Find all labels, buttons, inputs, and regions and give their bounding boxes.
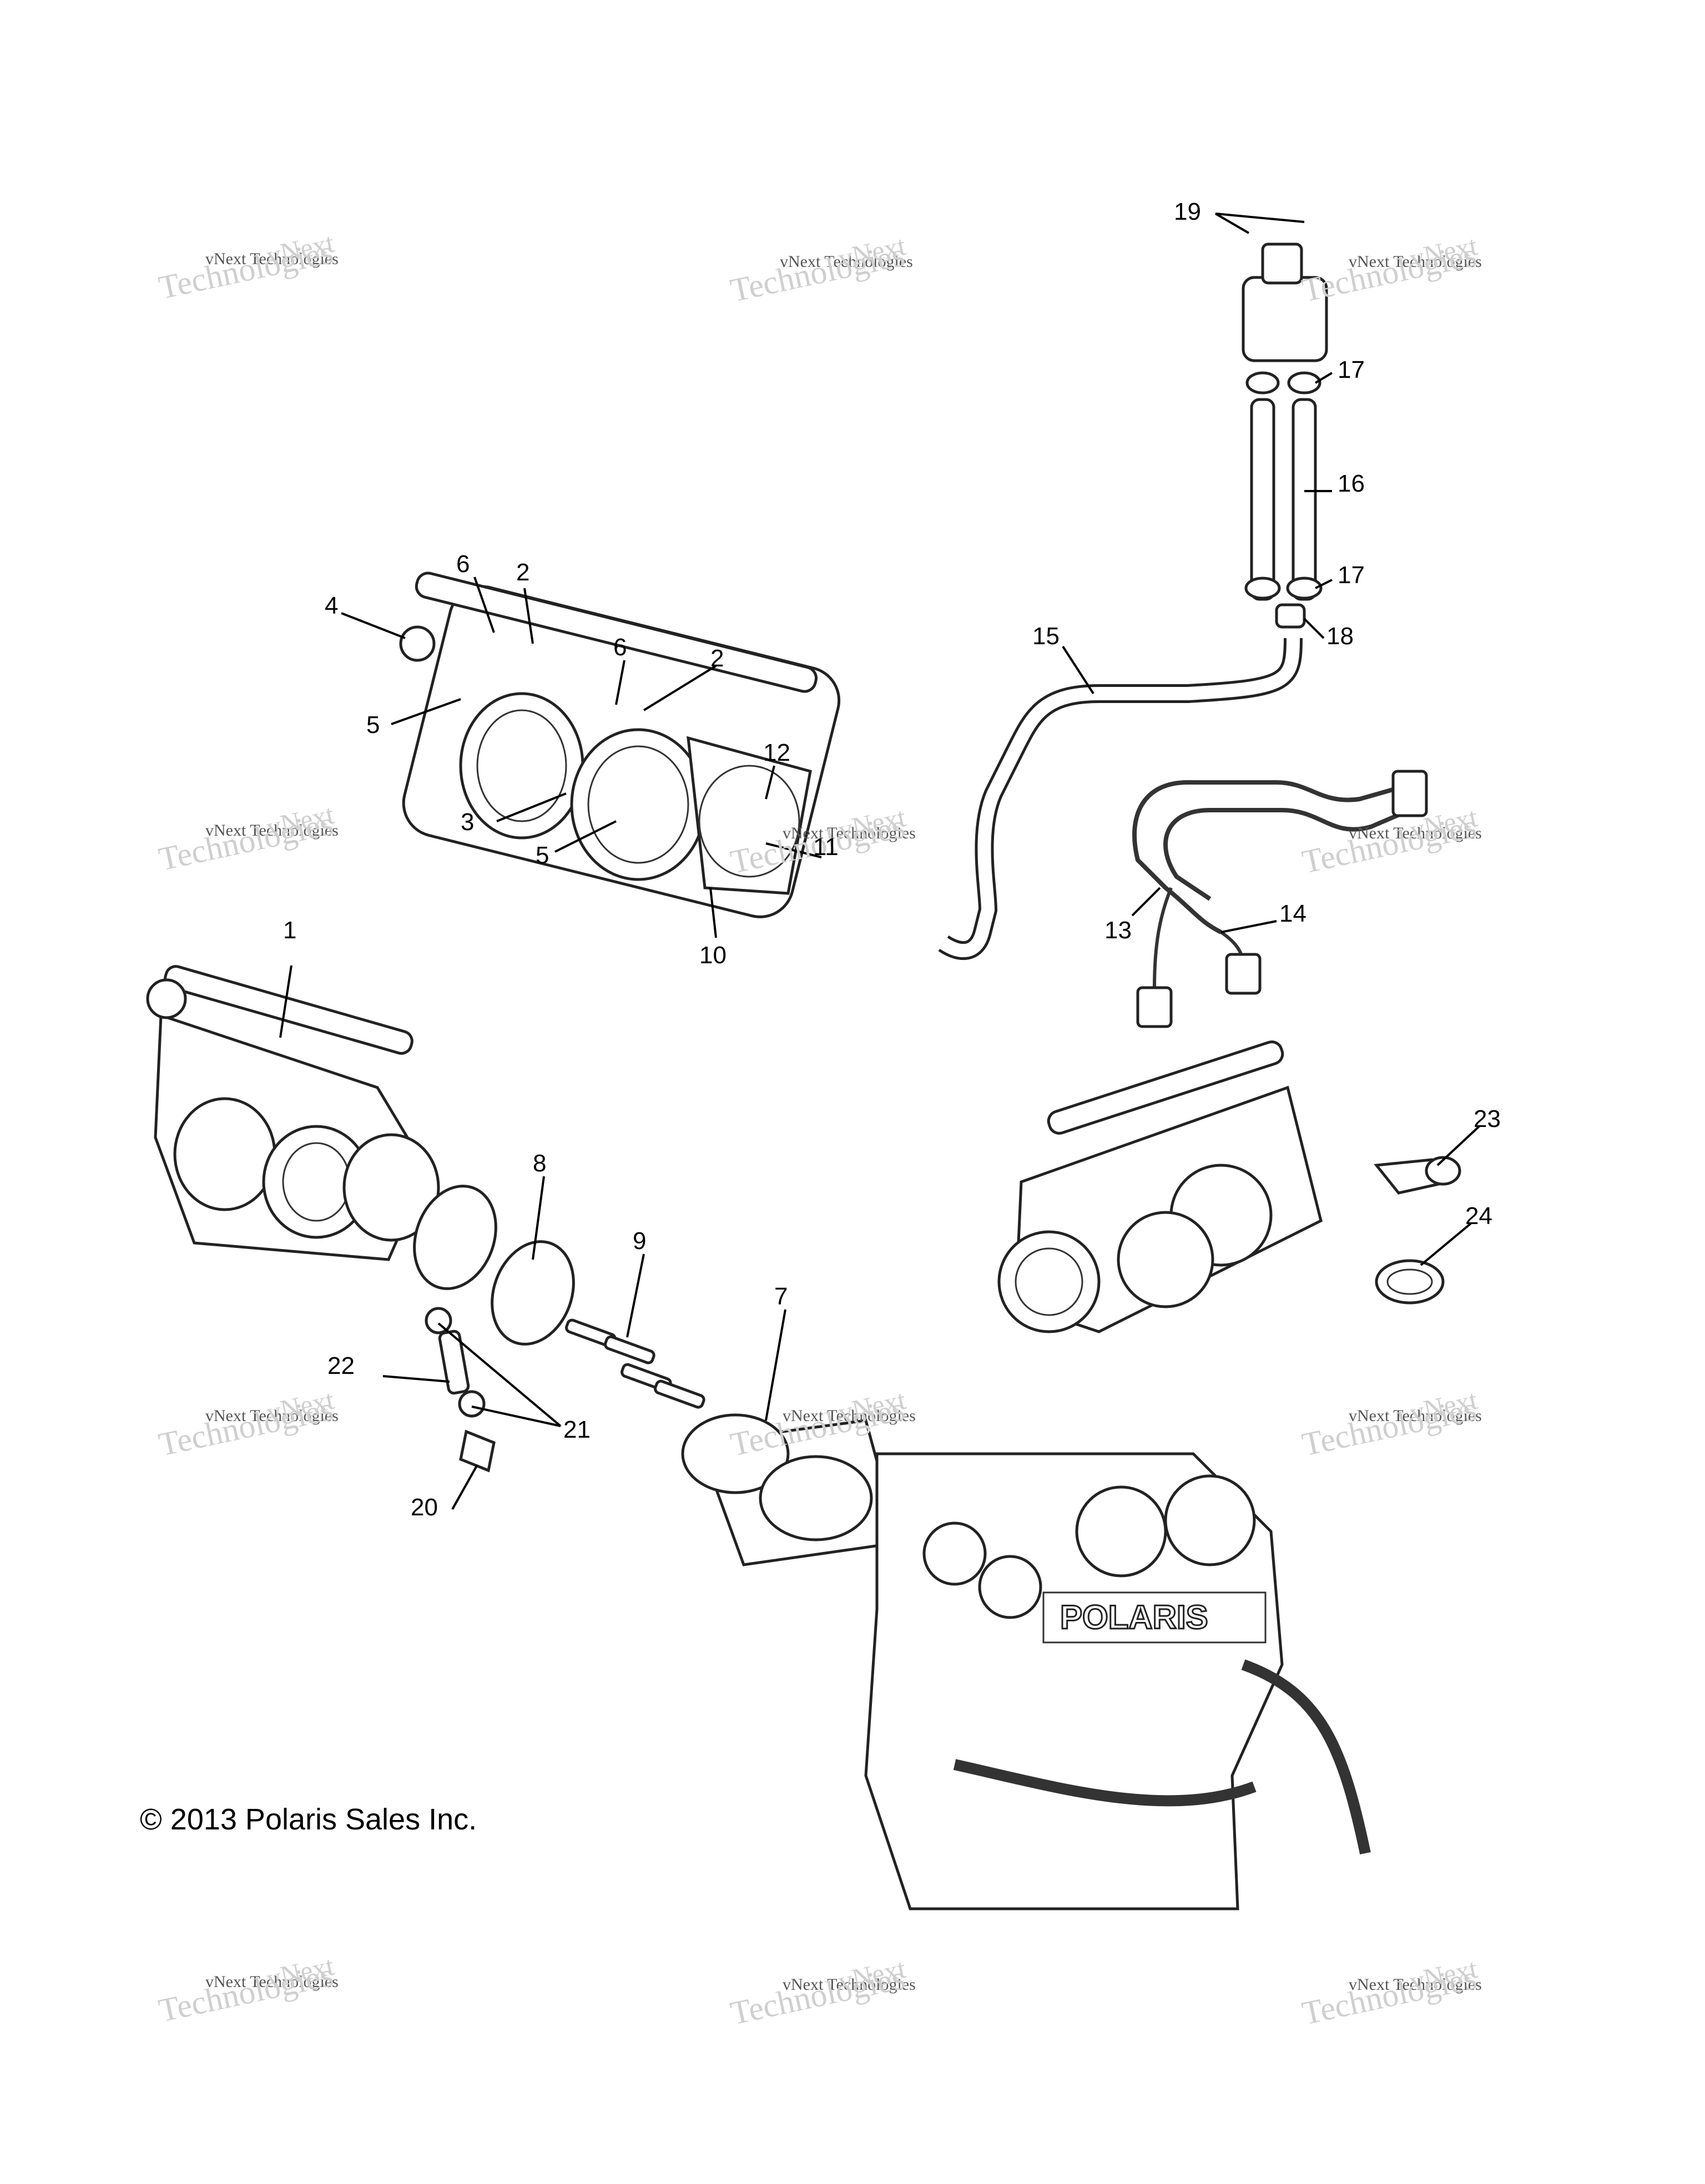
callout-7: 7: [774, 1283, 788, 1310]
callout-5: 5: [536, 842, 549, 869]
callout-15: 15: [1032, 623, 1060, 650]
callout-21: 21: [563, 1416, 591, 1443]
throttle-body-assembly-exploded: [399, 572, 841, 918]
callout-4: 4: [325, 592, 339, 619]
leader-lines: [279, 213, 1480, 1510]
callout-11: 11: [813, 833, 839, 861]
copyright-text: © 2013 Polaris Sales Inc.: [140, 1803, 477, 1836]
callout-5: 5: [366, 711, 380, 739]
callout-1: 1: [283, 917, 297, 944]
callout-14: 14: [1279, 900, 1307, 927]
hose-clip: [1374, 1156, 1461, 1195]
callout-20: 20: [411, 1494, 438, 1521]
callout-23: 23: [1474, 1105, 1501, 1133]
callout-18: 18: [1326, 623, 1354, 650]
callout-12: 12: [763, 739, 790, 766]
callout-3: 3: [461, 808, 475, 836]
engine-cylinder-head: POLARIS: [864, 1452, 1371, 1910]
callout-24: 24: [1465, 1202, 1492, 1230]
screws: [565, 1318, 705, 1409]
callout-10: 10: [699, 942, 727, 969]
polaris-engine-logo: POLARIS: [1060, 1599, 1208, 1636]
hose-clamps: [413, 1185, 575, 1346]
callout-19: 19: [1174, 198, 1201, 225]
intake-boot: [681, 1413, 901, 1566]
callout-16: 16: [1338, 470, 1365, 497]
callout-17: 17: [1338, 356, 1365, 383]
vent-fittings: [425, 1307, 496, 1473]
throttle-body-assembly-right: [997, 1040, 1323, 1333]
callout-2: 2: [710, 645, 724, 672]
callout-2: 2: [516, 559, 530, 586]
wire-harness: [1132, 770, 1428, 1028]
spring-clamp: [1375, 1259, 1445, 1305]
callout-13: 13: [1104, 917, 1132, 944]
callout-22: 22: [327, 1352, 355, 1379]
callout-17: 17: [1338, 562, 1365, 589]
callout-9: 9: [633, 1227, 647, 1255]
callout-6: 6: [613, 634, 627, 661]
throttle-body-assembly-left: [146, 965, 440, 1261]
callout-6: 6: [456, 550, 470, 578]
callout-8: 8: [533, 1150, 547, 1177]
fuel-rail-outlet: [1242, 242, 1328, 629]
